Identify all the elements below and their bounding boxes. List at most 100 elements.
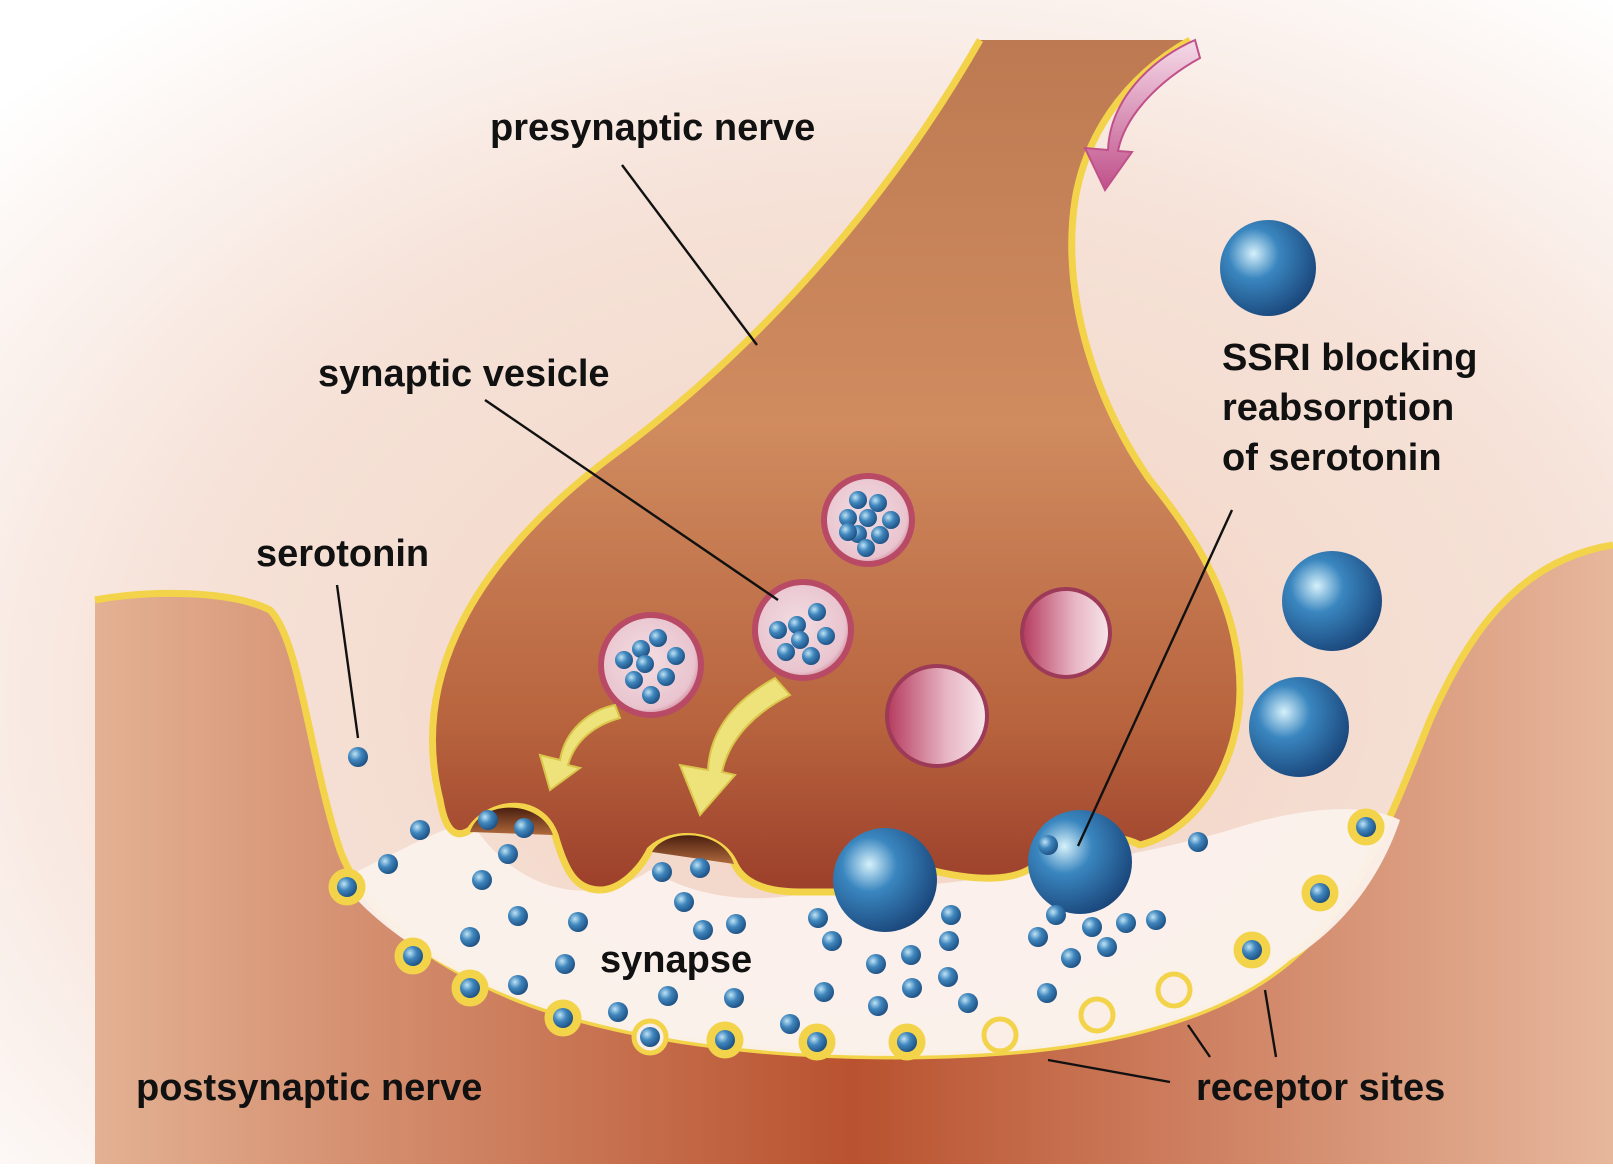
vesicle-serotonin	[788, 616, 806, 634]
vesicle-serotonin	[849, 491, 867, 509]
serotonin-molecule	[652, 862, 672, 882]
serotonin-molecule	[337, 877, 357, 897]
serotonin-molecule	[472, 870, 492, 890]
serotonin-molecule	[514, 818, 534, 838]
vesicle-serotonin	[882, 511, 900, 529]
ssri-molecule-blocking	[1028, 810, 1132, 914]
leader-receptor-1	[1047, 1058, 1171, 1084]
vesicle-serotonin	[649, 629, 667, 647]
serotonin-molecule	[1310, 883, 1330, 903]
postsynaptic-membrane	[94, 541, 1613, 1060]
serotonin-molecule	[410, 820, 430, 840]
serotonin-molecule	[726, 914, 746, 934]
serotonin-molecule	[715, 1030, 735, 1050]
label-receptor-sites: receptor sites	[1196, 1067, 1445, 1109]
vesicle-serotonin	[615, 651, 633, 669]
serotonin-molecule	[568, 912, 588, 932]
serotonin-molecule	[902, 978, 922, 998]
vesicle-serotonin	[839, 509, 857, 527]
vesicle-empty-right	[1020, 587, 1112, 679]
vesicle-serotonin	[657, 668, 675, 686]
serotonin-molecule	[1242, 940, 1262, 960]
serotonin-molecule	[348, 747, 368, 767]
vesicle-empty-lower	[885, 664, 989, 768]
leader-serotonin	[335, 584, 360, 739]
receptor-site	[1078, 996, 1116, 1034]
release-arrow-right	[678, 676, 792, 817]
vesicle-serotonin	[625, 671, 643, 689]
leader-vesicle	[484, 399, 779, 601]
vesicle-serotonin	[857, 539, 875, 557]
serotonin-molecule	[460, 978, 480, 998]
vesicle-serotonin	[869, 494, 887, 512]
serotonin-molecule	[1028, 927, 1048, 947]
serotonin-molecules	[337, 491, 1376, 1052]
serotonin-molecule	[508, 975, 528, 995]
vesicle-serotonin	[632, 640, 650, 658]
vesicle-serotonin	[871, 526, 889, 544]
vesicle-serotonin	[817, 627, 835, 645]
serotonin-molecule	[808, 908, 828, 928]
receptor-site	[1155, 971, 1193, 1009]
serotonin-molecule	[958, 993, 978, 1013]
vesicle-serotonin	[808, 603, 826, 621]
serotonin-molecule	[897, 1032, 917, 1052]
serotonin-molecule	[690, 858, 710, 878]
serotonin-molecule	[658, 986, 678, 1006]
vesicle-serotonin	[802, 647, 820, 665]
vesicle-serotonin	[777, 643, 795, 661]
synaptic-cleft	[340, 809, 1400, 1056]
ssri-molecule	[1249, 677, 1349, 777]
vesicle-serotonin	[769, 621, 787, 639]
serotonin-molecule	[868, 996, 888, 1016]
vesicle-serotonin	[859, 509, 877, 527]
serotonin-molecule	[498, 844, 518, 864]
serotonin-molecule	[780, 1014, 800, 1034]
leader-presynaptic	[621, 164, 758, 346]
serotonin-molecule	[508, 906, 528, 926]
label-ssri-line2: reabsorption	[1222, 387, 1454, 429]
serotonin-molecule	[403, 946, 423, 966]
presynaptic-membrane	[429, 36, 1244, 896]
label-synaptic-vesicle: synaptic vesicle	[318, 353, 610, 395]
vesicle-serotonin	[642, 686, 660, 704]
release-pocket-middle	[652, 835, 734, 864]
serotonin-molecule	[1188, 832, 1208, 852]
serotonin-molecule	[1046, 905, 1066, 925]
leader-ssri	[1076, 509, 1234, 847]
serotonin-molecule	[478, 810, 498, 830]
serotonin-molecule	[1082, 917, 1102, 937]
serotonin-molecule	[807, 1032, 827, 1052]
vesicle-serotonin	[636, 655, 654, 673]
ssri-molecule	[1220, 220, 1316, 316]
serotonin-molecule	[1061, 948, 1081, 968]
serotonin-molecule	[608, 1002, 628, 1022]
serotonin-molecule	[553, 1008, 573, 1028]
serotonin-molecule	[693, 920, 713, 940]
serotonin-molecule	[941, 905, 961, 925]
serotonin-molecule	[555, 954, 575, 974]
leader-receptor-3	[1263, 989, 1278, 1058]
release-arrow-left	[538, 703, 622, 792]
reuptake-arrow	[1083, 38, 1202, 192]
serotonin-molecule	[640, 1027, 660, 1047]
serotonin-molecule	[378, 854, 398, 874]
serotonin-molecule	[674, 892, 694, 912]
label-postsynaptic-nerve: postsynaptic nerve	[136, 1067, 482, 1109]
serotonin-molecule	[1116, 913, 1136, 933]
receptor-site	[981, 1016, 1019, 1054]
leader-receptor-2	[1187, 1024, 1211, 1058]
postsynaptic-nerve	[95, 545, 1613, 1164]
vesicle-serotonin	[667, 647, 685, 665]
serotonin-molecule	[866, 954, 886, 974]
serotonin-molecule	[939, 931, 959, 951]
serotonin-molecule	[1146, 910, 1166, 930]
serotonin-molecule	[460, 927, 480, 947]
serotonin-molecule	[1356, 817, 1376, 837]
serotonin-molecule	[814, 982, 834, 1002]
serotonin-molecule	[1097, 937, 1117, 957]
serotonin-molecule	[1038, 835, 1058, 855]
serotonin-molecule	[1037, 983, 1057, 1003]
